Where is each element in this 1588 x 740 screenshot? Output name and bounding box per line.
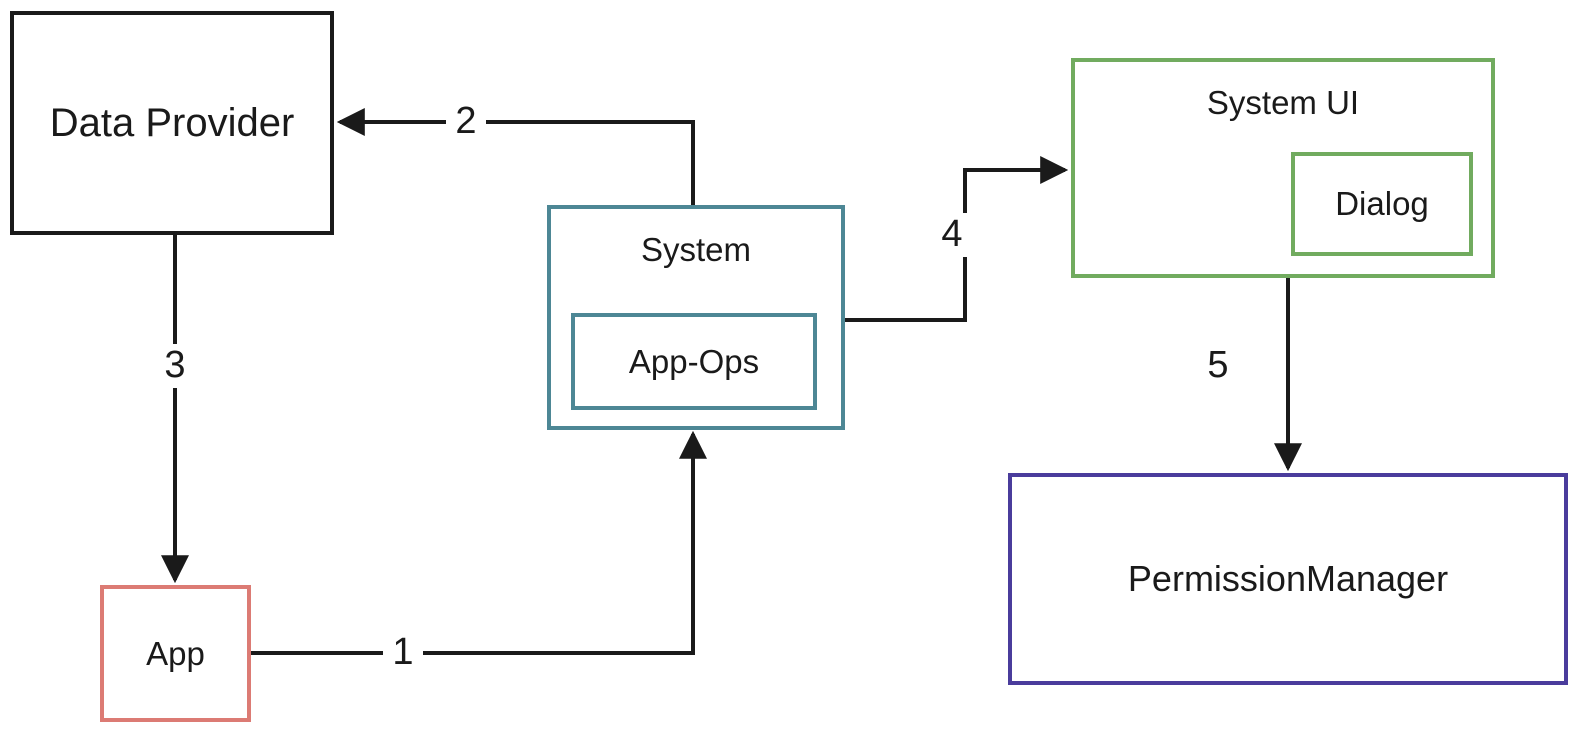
edge-2 [336, 108, 695, 205]
node-app-ops[interactable] [571, 313, 817, 410]
node-data-provider[interactable] [10, 11, 334, 235]
node-dialog[interactable] [1291, 152, 1473, 256]
node-permission-manager[interactable] [1008, 473, 1568, 685]
edge-label-1: 1 [383, 631, 423, 675]
edge-label-3: 3 [155, 344, 195, 388]
edge-label-2: 2 [446, 100, 486, 144]
node-app[interactable] [100, 585, 251, 722]
edge-1 [251, 430, 707, 655]
edge-label-4: 4 [932, 213, 972, 257]
edge-label-5: 5 [1198, 344, 1238, 388]
